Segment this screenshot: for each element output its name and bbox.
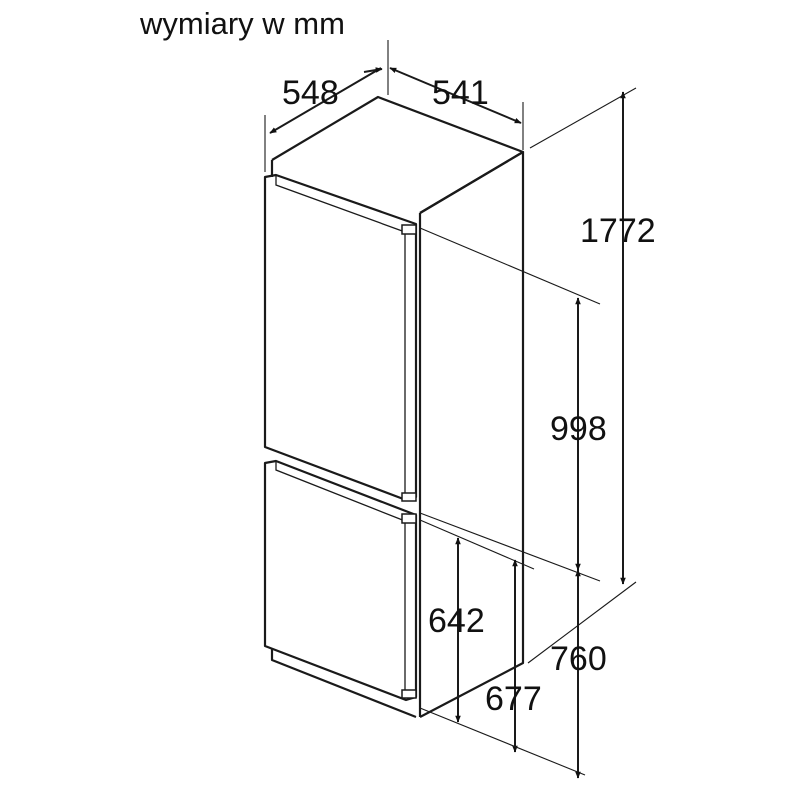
- freezer-section-dimension: [419, 519, 535, 753]
- lower-door-bottom-hinge: [401, 689, 417, 699]
- lower-door-top-hinge: [401, 513, 417, 524]
- lower-section-label: 760: [550, 640, 607, 678]
- depth-body-label: 541: [432, 74, 489, 112]
- cabinet-body: [270, 95, 525, 719]
- fridge-section-label: 998: [550, 410, 607, 448]
- total-height-dimension: [527, 87, 637, 664]
- upper-door-bottom-hinge: [401, 492, 417, 502]
- lower-section-dimension: [419, 569, 586, 779]
- depth-total-label: 548: [282, 74, 339, 112]
- diagram-title: wymiary w mm: [139, 6, 345, 41]
- freezer-door-label: 642: [428, 602, 485, 640]
- upper-door: [263, 173, 418, 502]
- upper-door-top-hinge: [401, 224, 417, 235]
- total-height-label: 1772: [580, 212, 656, 250]
- fridge-section-dimension: [419, 227, 601, 582]
- freezer-section-label: 677: [485, 680, 542, 718]
- lower-door: [263, 459, 418, 702]
- depth-dimension-lines: [264, 40, 524, 172]
